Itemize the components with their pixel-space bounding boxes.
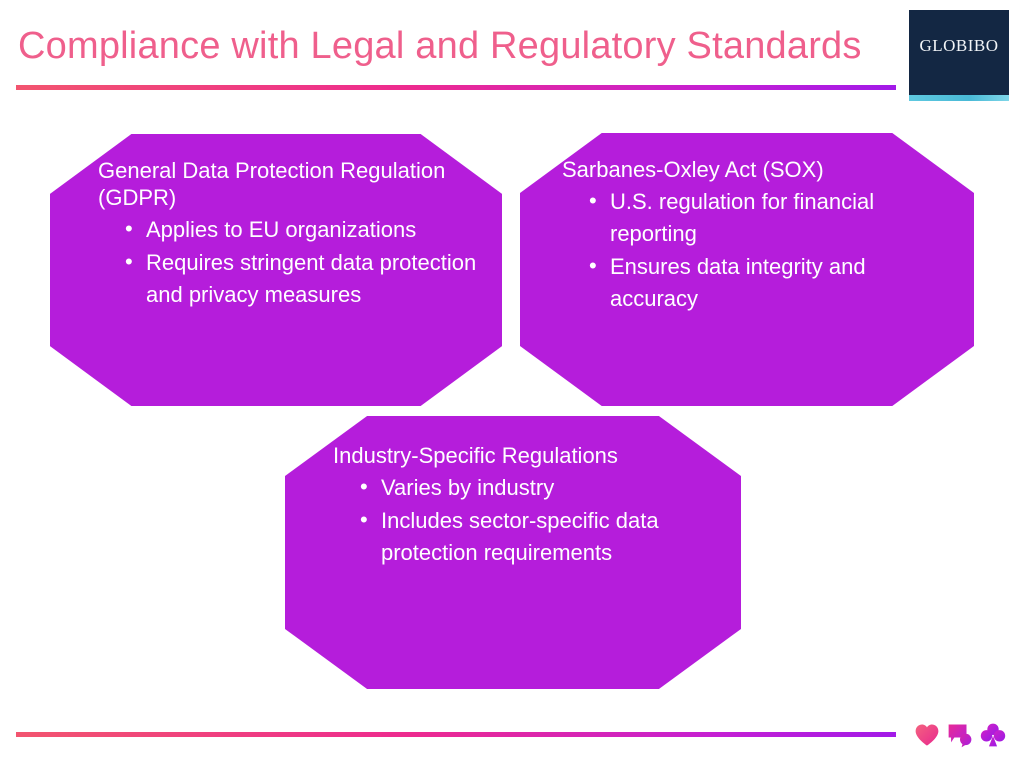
list-item: Varies by industry bbox=[355, 471, 721, 504]
card-sox-bullet-list: U.S. regulation for financial reporting … bbox=[584, 185, 954, 315]
card-gdpr-bullet-list: Applies to EU organizations Requires str… bbox=[120, 213, 482, 311]
card-gdpr-body: General Data Protection Regulation (GDPR… bbox=[50, 134, 502, 311]
brand-logo-accent-bar bbox=[909, 95, 1009, 101]
club-icon bbox=[980, 723, 1006, 747]
card-industry-specific-body: Industry-Specific Regulations Varies by … bbox=[285, 416, 741, 569]
list-item: U.S. regulation for financial reporting bbox=[584, 185, 954, 250]
card-sox-title: Sarbanes-Oxley Act (SOX) bbox=[562, 157, 824, 182]
title-divider bbox=[16, 85, 896, 90]
card-gdpr: General Data Protection Regulation (GDPR… bbox=[50, 134, 502, 406]
page-title: Compliance with Legal and Regulatory Sta… bbox=[18, 25, 862, 67]
list-item: Ensures data integrity and accuracy bbox=[584, 250, 954, 315]
list-item: Includes sector-specific data protection… bbox=[355, 504, 721, 569]
heart-icon bbox=[915, 724, 939, 746]
list-item: Applies to EU organizations bbox=[120, 213, 482, 246]
card-industry-specific: Industry-Specific Regulations Varies by … bbox=[285, 416, 741, 689]
card-sox: Sarbanes-Oxley Act (SOX) U.S. regulation… bbox=[520, 133, 974, 406]
card-sox-body: Sarbanes-Oxley Act (SOX) U.S. regulation… bbox=[520, 133, 974, 315]
card-industry-specific-bullet-list: Varies by industry Includes sector-speci… bbox=[355, 471, 721, 569]
footer-icon-group bbox=[914, 716, 1014, 754]
card-gdpr-title: General Data Protection Regulation (GDPR… bbox=[98, 158, 446, 210]
speech-bubble-icon bbox=[948, 724, 972, 748]
list-item: Requires stringent data protection and p… bbox=[120, 246, 482, 311]
footer-divider bbox=[16, 732, 896, 737]
brand-logo: GLOBIBO bbox=[909, 10, 1009, 100]
brand-logo-text: GLOBIBO bbox=[919, 36, 999, 55]
card-industry-specific-title: Industry-Specific Regulations bbox=[333, 443, 618, 468]
